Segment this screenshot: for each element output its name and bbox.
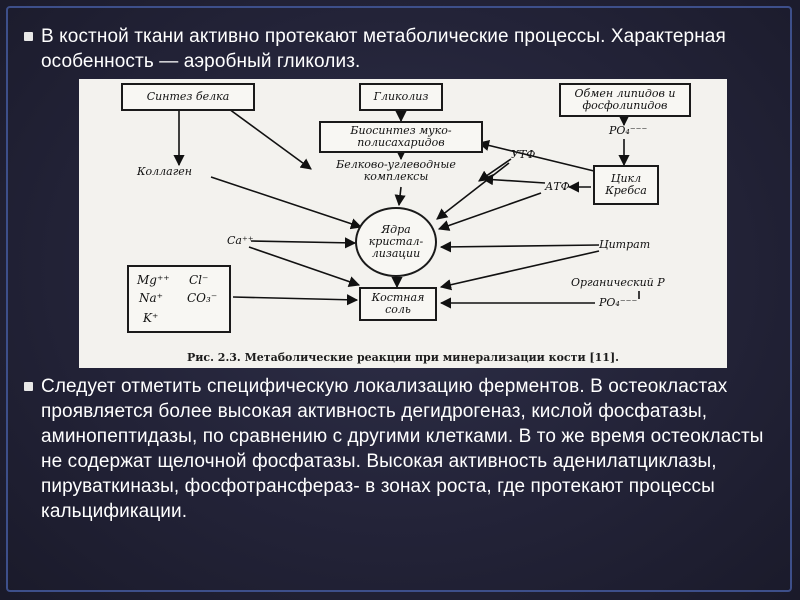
label-po4-top: PO₄⁻⁻⁻ (609, 124, 648, 137)
arrow-atp-nucleus (437, 192, 542, 231)
bullet-2: Следует отметить специфическую локализац… (24, 374, 784, 524)
box-bone-salt: Костная соль (359, 287, 437, 321)
label-atp: АТФ (545, 180, 570, 193)
slide-frame (6, 6, 792, 592)
ion-k: K⁺ (143, 311, 159, 325)
arrow-ca-nucleus (250, 237, 357, 249)
arrow-collagen-nucleus (210, 176, 363, 230)
label-ca: Ca⁺⁺ (227, 234, 254, 247)
bullet-1-text: В костной ткани активно протекают метабо… (41, 26, 726, 72)
box-glycolysis: Гликолиз (359, 83, 443, 111)
label-citrate: Цитрат (599, 238, 651, 251)
arrow-ions-salt (232, 294, 359, 306)
nucleation-centers: Ядра кристал- лизации (355, 207, 437, 277)
arrow-atp-complex (481, 174, 546, 186)
box-lipid-exchange: Обмен липидов и фосфолипидов (559, 83, 691, 117)
metabolic-diagram: Синтез белка Гликолиз Обмен липидов и фо… (79, 79, 727, 368)
arrow-citrate-nucleus (439, 241, 600, 253)
label-utp: УТФ (511, 148, 536, 161)
arrow-complex-nucleus (394, 186, 406, 207)
arrow-ca-salt (248, 246, 361, 288)
label-po4-bottom: PO₄⁻⁻⁻ (599, 296, 638, 309)
arrow-utp-complex (478, 158, 512, 182)
bullet-marker-icon (24, 32, 33, 41)
ion-cl: Cl⁻ (189, 273, 209, 287)
box-krebs-cycle: Цикл Кребса (593, 165, 659, 205)
arrow-citrate-salt (439, 250, 600, 291)
box-mucopolysaccharides: Биосинтез муко- полисахаридов (319, 121, 483, 153)
label-organic-p: Органический P (571, 276, 665, 289)
label-collagen: Коллаген (137, 165, 193, 178)
arrow-protein-complex (228, 108, 312, 170)
arrow-krebs-muco (477, 139, 595, 172)
diagram-arrows (173, 108, 640, 309)
ion-na: Na⁺ (139, 291, 163, 305)
ion-mg: Mg⁺⁺ (137, 273, 170, 287)
ion-co3: CO₃⁻ (187, 291, 218, 305)
bullet-2-text: Следует отметить специфическую локализац… (41, 376, 764, 522)
bullet-marker-icon (24, 382, 33, 391)
arrow-utp-nucleus (436, 162, 510, 220)
bullet-1: В костной ткани активно протекают метабо… (24, 24, 784, 74)
figure-caption: Рис. 2.3. Метаболические реакции при мин… (187, 351, 619, 364)
label-protein-carb-complexes: Белково-углеводные комплексы (336, 158, 456, 183)
box-protein-synthesis: Синтез белка (121, 83, 255, 111)
box-ions: Mg⁺⁺ Cl⁻ Na⁺ CO₃⁻ K⁺ (127, 265, 231, 333)
